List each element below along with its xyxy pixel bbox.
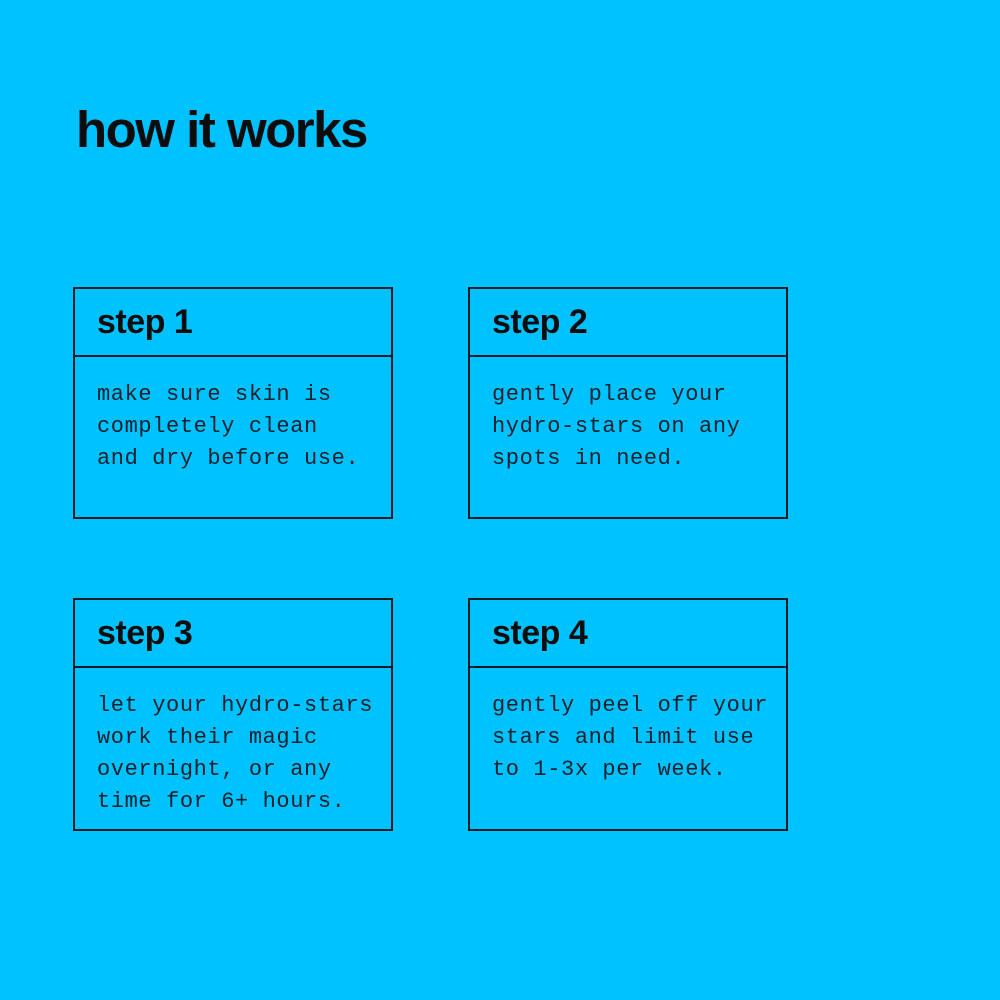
step-4-card: step 4 gently peel off your stars and li… xyxy=(468,598,788,831)
step-2-description: gently place your hydro-stars on any spo… xyxy=(492,382,741,471)
step-4-description: gently peel off your stars and limit use… xyxy=(492,693,769,782)
page-title: how it works xyxy=(76,101,368,158)
step-2-card: step 2 gently place your hydro-stars on … xyxy=(468,287,788,519)
step-1-card: step 1 make sure skin is completely clea… xyxy=(73,287,393,519)
step-3-description: let your hydro-stars work their magic ov… xyxy=(97,693,374,814)
step-1-label: step 1 xyxy=(75,289,391,357)
step-3-label: step 3 xyxy=(75,600,391,668)
step-4-label: step 4 xyxy=(470,600,786,668)
step-1-description: make sure skin is completely clean and d… xyxy=(97,382,360,471)
step-3-card: step 3 let your hydro-stars work their m… xyxy=(73,598,393,831)
step-2-label: step 2 xyxy=(470,289,786,357)
